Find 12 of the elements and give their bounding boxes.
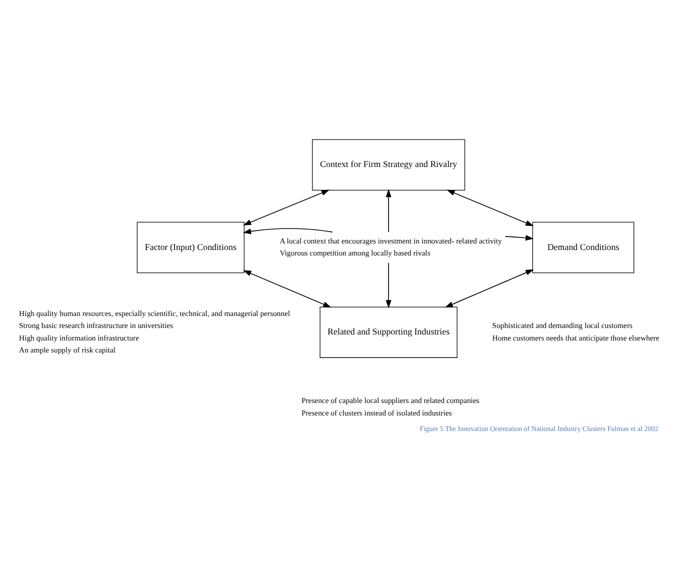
arrow	[242, 228, 333, 234]
node-box: Factor (Input) Conditions	[136, 221, 244, 273]
arrow	[243, 270, 332, 307]
arrow	[446, 189, 534, 226]
node-box: Context for Firm Strategy and Rivalry	[312, 138, 466, 190]
arrow	[386, 262, 392, 308]
arrow	[444, 268, 534, 308]
arrow	[386, 188, 392, 232]
arrow	[243, 189, 330, 225]
arrow	[504, 234, 534, 240]
node-box: Demand Conditions	[532, 221, 634, 273]
node-box: Related and Supporting Industries	[320, 306, 458, 358]
